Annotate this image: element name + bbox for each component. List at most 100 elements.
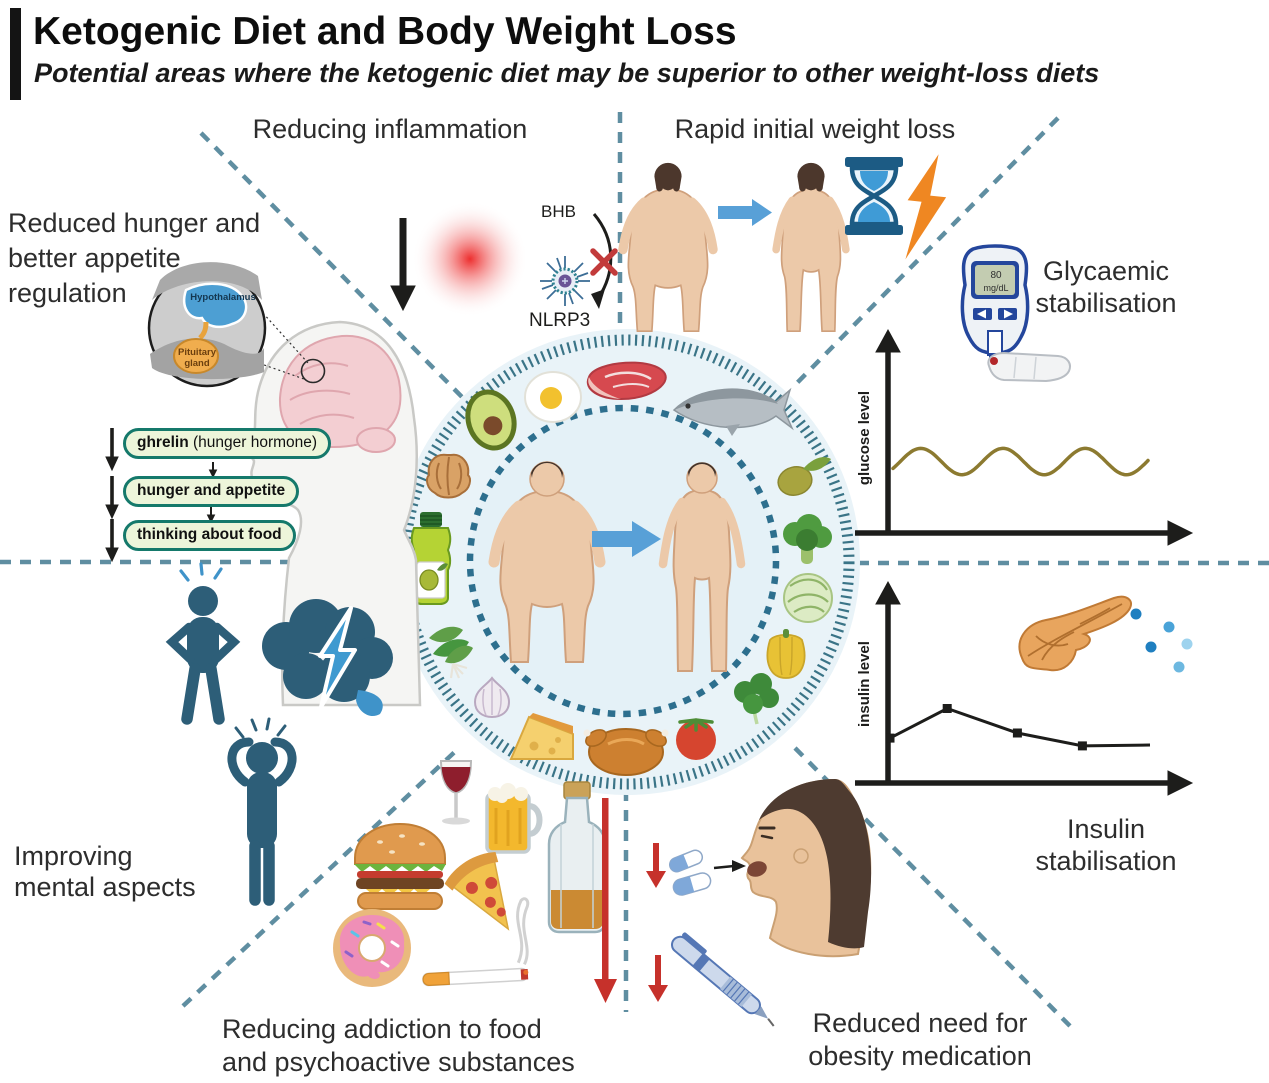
brain-lightning-icon bbox=[262, 599, 393, 717]
beer-mug-icon bbox=[485, 783, 543, 854]
lightning-bolt-icon bbox=[905, 154, 947, 260]
heading-line: obesity medication bbox=[808, 1041, 1032, 1071]
tomato-icon bbox=[676, 718, 716, 760]
heading-line: Glycaemic bbox=[1042, 256, 1170, 286]
man-head-profile bbox=[740, 778, 872, 958]
thinking-food-box: thinking about food bbox=[123, 520, 296, 551]
insulin-graph-axes bbox=[855, 580, 1194, 796]
page-title: Ketogenic Diet and Body Weight Loss bbox=[33, 10, 737, 53]
rapid-loss-arrow bbox=[718, 199, 772, 226]
decrease-arrow-icon bbox=[390, 218, 416, 312]
cigarette-icon bbox=[422, 897, 530, 987]
obese-woman-figure bbox=[618, 162, 718, 333]
wine-glass-icon bbox=[439, 760, 473, 825]
divider-topleft-diagonal bbox=[199, 131, 465, 400]
heading-line: mental aspects bbox=[14, 872, 196, 902]
heading-line: stabilisation bbox=[1035, 846, 1177, 876]
head-profile-illustration bbox=[240, 320, 422, 707]
slim-man-figure bbox=[658, 462, 746, 672]
injection-pen-icon bbox=[670, 932, 775, 1027]
obese-man-figure bbox=[488, 461, 606, 663]
heading-line: Improving bbox=[14, 841, 133, 871]
red-down-arrow-icon bbox=[648, 955, 668, 1002]
heading-addiction: Reducing addiction to food and psychoact… bbox=[222, 1013, 575, 1079]
pituitary-line: Pituitary bbox=[177, 347, 216, 358]
glucose-meter-icon bbox=[960, 244, 1030, 364]
red-x-icon bbox=[590, 248, 618, 276]
title-accent-bar bbox=[10, 8, 21, 100]
hunger-appetite-box: hunger and appetite bbox=[123, 476, 300, 507]
heading-line: and psychoactive substances bbox=[222, 1047, 575, 1077]
heading-line: Insulin bbox=[1066, 814, 1146, 844]
yellow-pepper-icon bbox=[766, 629, 806, 679]
pills-icon bbox=[668, 849, 746, 896]
hypothalamus-label: Hypothalamus bbox=[190, 292, 256, 303]
stressed-person-icon bbox=[227, 717, 297, 906]
meter-unit: mg/dL bbox=[983, 283, 1009, 293]
red-down-arrow-icon bbox=[646, 843, 666, 888]
insulin-axis-label: insulin level bbox=[856, 641, 873, 727]
roast-turkey-icon bbox=[583, 728, 669, 776]
meter-value: 80 bbox=[990, 270, 1002, 281]
nlrp3-label: NLRP3 bbox=[529, 310, 591, 331]
divider-bottomleft-diagonal bbox=[181, 745, 462, 1008]
heading-line: Reduced hunger and bbox=[8, 208, 261, 238]
cheese-icon bbox=[509, 713, 574, 760]
burger-icon bbox=[354, 822, 446, 910]
inflammation-glow bbox=[412, 201, 528, 317]
broccoli-icon bbox=[783, 514, 832, 564]
pituitary-label: Pituitary gland bbox=[168, 347, 226, 369]
hypothalamus-inset bbox=[147, 262, 309, 388]
heading-medication: Reduced need for obesity medication bbox=[775, 1007, 1065, 1073]
avocado-icon bbox=[465, 389, 517, 451]
glucose-wave-line bbox=[891, 446, 1150, 477]
fried-egg-icon bbox=[524, 371, 582, 423]
outer-tick-ring bbox=[399, 334, 855, 790]
heading-glycaemic: Glycaemic stabilisation bbox=[1012, 255, 1200, 319]
ghrelin-bold-text: ghrelin bbox=[137, 434, 189, 451]
heading-line: better appetite bbox=[8, 243, 181, 273]
arugula-icon bbox=[429, 626, 473, 679]
donut-icon bbox=[333, 909, 411, 987]
salmon-fish-icon bbox=[672, 387, 794, 436]
liquor-bottle-icon bbox=[547, 781, 607, 934]
heading-line: Reduced need for bbox=[812, 1008, 1028, 1038]
bhb-label: BHB bbox=[541, 202, 576, 221]
heading-rapid-weight-loss: Rapid initial weight loss bbox=[674, 114, 956, 144]
heading-reducing-inflammation: Reducing inflammation bbox=[252, 114, 528, 144]
walnut-icon bbox=[426, 453, 471, 499]
hunger-cascade-arrows bbox=[105, 428, 218, 563]
long-red-arrow-icon bbox=[594, 798, 617, 1003]
pizza-slice-icon bbox=[444, 851, 510, 931]
cabbage-icon bbox=[783, 573, 833, 623]
olive-icon bbox=[777, 457, 831, 496]
heading-line: Reducing addiction to food bbox=[222, 1014, 542, 1044]
hourglass-icon bbox=[845, 157, 903, 235]
kale-icon bbox=[734, 673, 779, 725]
garlic-icon bbox=[473, 676, 511, 719]
insulin-line-markers bbox=[885, 704, 1087, 751]
page-subtitle: Potential areas where the ketogenic diet… bbox=[34, 58, 1100, 88]
green-juice-icon bbox=[410, 512, 452, 605]
transformation-arrow bbox=[592, 521, 661, 557]
nlrp3-molecule-icon bbox=[540, 256, 590, 306]
bhb-inhibition-arrow bbox=[590, 213, 618, 309]
ghrelin-box: ghrelin (hunger hormone) bbox=[123, 428, 332, 459]
finger-illustration bbox=[987, 351, 1071, 383]
angry-person-icon bbox=[165, 562, 241, 725]
pancreas-icon bbox=[1018, 595, 1132, 672]
insulin-dots bbox=[1130, 608, 1193, 673]
glucose-graph-axes bbox=[855, 328, 1194, 546]
insulin-level-line bbox=[889, 706, 1151, 748]
pituitary-line: gland bbox=[184, 358, 210, 369]
slim-woman-figure bbox=[772, 162, 850, 333]
ghrelin-rest-text: (hunger hormone) bbox=[188, 434, 318, 451]
smoke-icon bbox=[516, 897, 530, 966]
steak-icon bbox=[586, 361, 667, 401]
meter-reading: 80 mg/dL bbox=[973, 270, 1019, 294]
glucose-axis-label: glucose level bbox=[856, 390, 873, 486]
heading-mental: Improving mental aspects bbox=[14, 841, 196, 903]
divider-topright-diagonal bbox=[793, 116, 1060, 387]
